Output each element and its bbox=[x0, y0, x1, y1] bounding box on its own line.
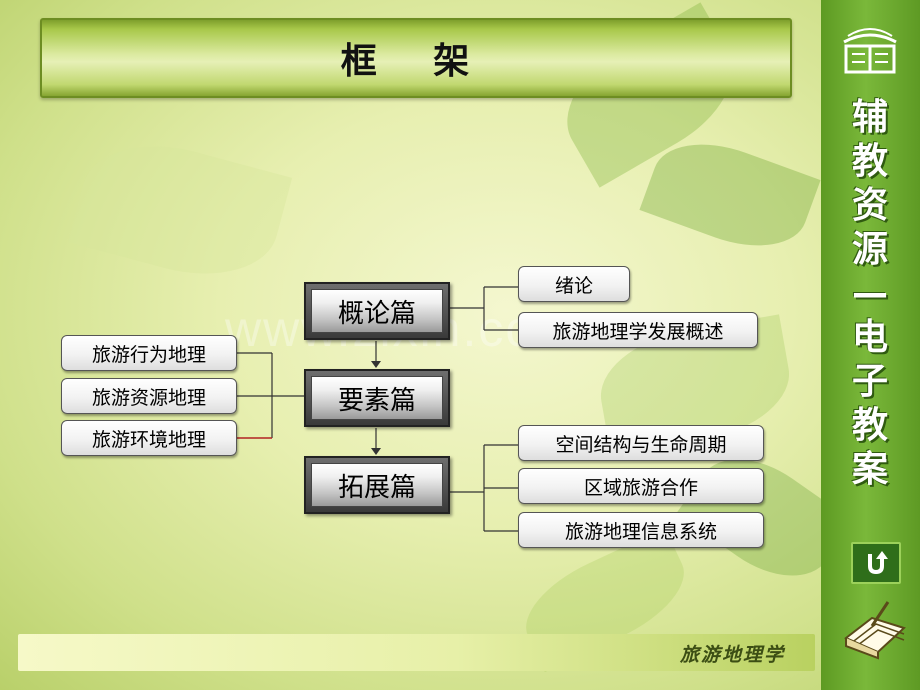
return-arrow-icon bbox=[868, 551, 888, 575]
return-button[interactable] bbox=[851, 542, 901, 584]
right-box-history: 旅游地理学发展概述 bbox=[518, 312, 758, 348]
main-box-label: 要素篇 bbox=[311, 376, 443, 420]
open-book-icon bbox=[844, 601, 906, 660]
left-box-behavior: 旅游行为地理 bbox=[61, 335, 237, 371]
sidebar-title: 辅 教 资 源 — 电 子 教 案 bbox=[842, 96, 898, 492]
sidebar-title-char: 案 bbox=[851, 449, 888, 490]
right-box-lifecycle: 空间结构与生命周期 bbox=[518, 425, 764, 461]
left-box-environment: 旅游环境地理 bbox=[61, 420, 237, 456]
footer-course-name: 旅游地理学 bbox=[679, 644, 785, 666]
sidebar-title-char: 源 bbox=[851, 229, 888, 270]
sidebar-title-char: 子 bbox=[851, 361, 888, 402]
sidebar-title-char: 电 bbox=[851, 317, 888, 358]
sidebar-title-char: 辅 bbox=[851, 97, 888, 138]
sidebar-title-char: 资 bbox=[851, 185, 888, 226]
slide-title: 框 架 bbox=[340, 40, 492, 82]
book-logo-icon bbox=[843, 28, 897, 74]
right-box-gis: 旅游地理信息系统 bbox=[518, 512, 764, 548]
main-box-yaosu: 要素篇 bbox=[304, 369, 450, 427]
right-box-intro: 绪论 bbox=[518, 266, 630, 302]
sidebar-title-char: 教 bbox=[851, 141, 888, 182]
main-box-label: 概论篇 bbox=[311, 289, 443, 333]
main-box-gailun: 概论篇 bbox=[304, 282, 450, 340]
title-bar: 框 架 bbox=[40, 18, 792, 98]
footer-bar: 旅游地理学 bbox=[18, 634, 815, 671]
left-box-resources: 旅游资源地理 bbox=[61, 378, 237, 414]
sidebar-title-char: 教 bbox=[851, 405, 888, 446]
right-box-cooperation: 区域旅游合作 bbox=[518, 468, 764, 504]
main-box-tuozhan: 拓展篇 bbox=[304, 456, 450, 514]
main-box-label: 拓展篇 bbox=[311, 463, 443, 507]
sidebar-title-char: — bbox=[852, 273, 888, 314]
